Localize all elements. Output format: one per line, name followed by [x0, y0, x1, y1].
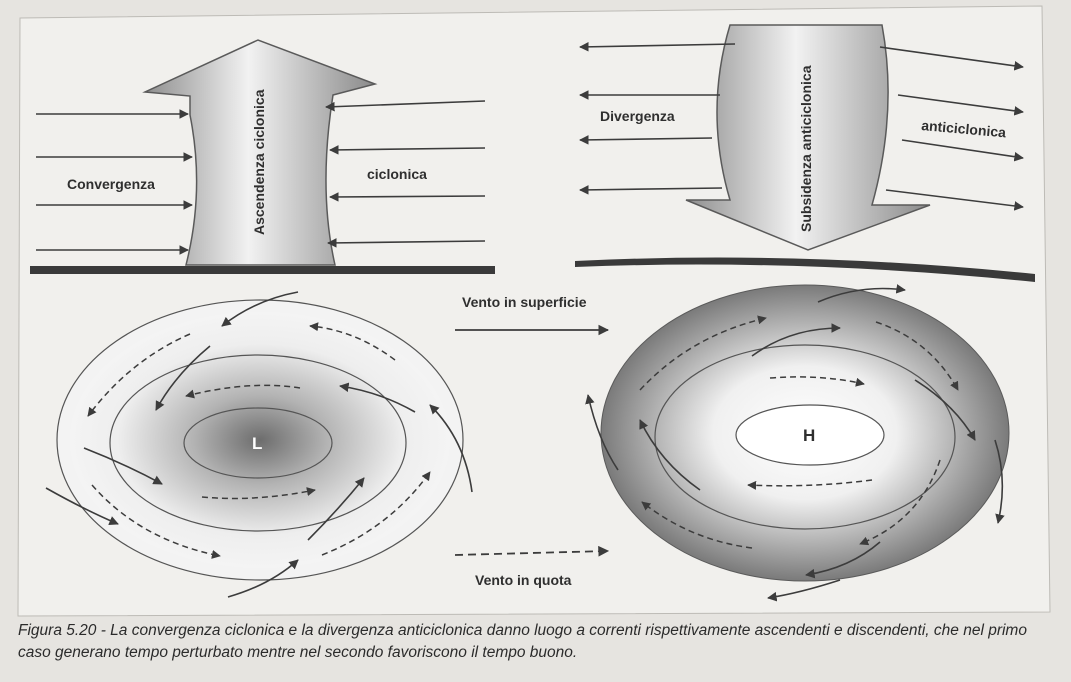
label-ciclonica: ciclonica: [367, 166, 427, 182]
upper-wind-arrow: [309, 322, 396, 361]
surface-wind-arrow: [227, 559, 299, 598]
figure-diagram: Convergenza ciclonica Ascendenza cicloni…: [17, 5, 1051, 617]
outflow-arrow: [579, 185, 723, 195]
inflow-arrow: [329, 192, 486, 202]
surface-wind-arrow: [307, 477, 365, 541]
label-ascendenza-ciclonica: Ascendenza ciclonica: [251, 89, 267, 235]
surface-wind-arrow: [221, 291, 299, 327]
subsidence-column-arrow: [685, 24, 931, 251]
label-anticiclonica: anticiclonica: [921, 117, 1007, 140]
surface-wind-arrow: [805, 541, 881, 579]
inflow-arrow: [329, 145, 486, 155]
upper-wind-arrow: [747, 479, 873, 490]
upper-wind-arrow: [201, 487, 316, 500]
legend-label-vento-quota: Vento in quota: [475, 572, 572, 588]
high-inner-isobar: [735, 404, 885, 466]
low-middle-isobar: [109, 354, 407, 532]
surface-wind-arrow: [767, 579, 841, 602]
label-subsidenza-anticiclonica: Subsidenza anticiclonica: [798, 65, 814, 232]
low-center-label: L: [252, 434, 262, 453]
surface-wind-arrow: [83, 447, 163, 485]
high-center-label: H: [803, 426, 815, 445]
upper-wind-arrow: [91, 484, 221, 559]
high-middle-isobar: [654, 344, 956, 530]
surface-wind-arrow: [639, 419, 701, 491]
surface-wind-arrow: [817, 284, 906, 303]
upper-wind-arrow: [639, 315, 767, 391]
outflow-arrow: [885, 189, 1024, 211]
outflow-arrow: [579, 42, 736, 52]
high-pressure-system: H: [585, 284, 1010, 602]
outflow-arrow: [879, 46, 1024, 71]
outflow-arrow: [901, 139, 1024, 162]
upper-wind-arrow: [641, 501, 753, 549]
label-divergenza: Divergenza: [600, 108, 675, 124]
outflow-arrow: [579, 135, 713, 145]
inflow-arrow: [325, 100, 486, 112]
surface-wind-arrow: [339, 382, 416, 413]
legend-label-vento-superficie: Vento in superficie: [462, 294, 587, 310]
cyclonic-convergence-panel: Convergenza ciclonica Ascendenza cicloni…: [30, 39, 495, 274]
upper-wind-arrow: [321, 471, 431, 556]
outflow-arrow: [897, 94, 1024, 116]
anticyclonic-divergence-panel: Divergenza anticiclonica Subsidenza anti…: [575, 24, 1035, 282]
ascent-column-arrow: [142, 39, 378, 266]
inflow-arrow: [327, 238, 486, 248]
surface-wind-arrow: [155, 345, 211, 411]
upper-wind-arrow: [87, 333, 191, 417]
upper-wind-arrow: [185, 384, 301, 399]
label-convergenza: Convergenza: [67, 176, 155, 192]
upper-wind-arrow: [859, 459, 941, 546]
surface-wind-arrow: [751, 323, 841, 357]
ground-line-left: [30, 266, 495, 274]
surface-wind-arrow: [429, 404, 473, 493]
figure-caption: Figura 5.20 - La convergenza ciclonica e…: [18, 622, 1027, 661]
legend: Vento in superficie Vento in quota: [454, 294, 610, 588]
upper-wind-arrow: [875, 321, 959, 391]
surface-wind-arrow: [45, 487, 119, 526]
low-inner-isobar: [183, 407, 333, 479]
surface-wind-arrow: [914, 379, 976, 441]
surface-wind-arrow: [994, 439, 1005, 524]
low-pressure-system: L: [45, 291, 473, 598]
upper-wind-arrow: [769, 376, 865, 387]
ground-line-right: [575, 257, 1035, 282]
surface-wind-arrow: [585, 394, 619, 471]
